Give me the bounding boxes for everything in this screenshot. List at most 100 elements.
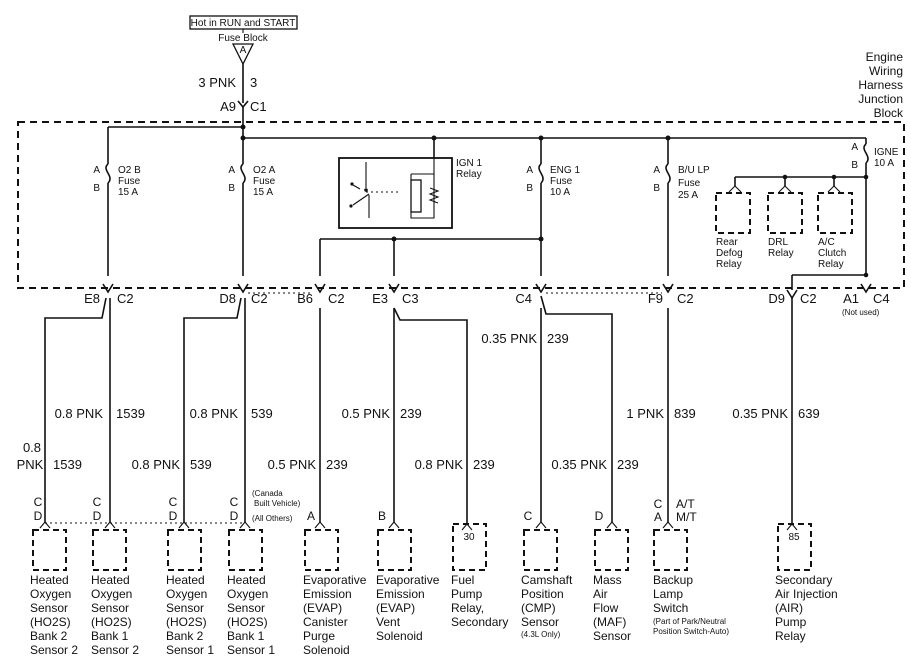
ign-feed <box>319 236 544 276</box>
component-backup-lamp-switch: C A A/T M/T Backup Lamp Switch (Part of … <box>653 497 729 636</box>
svg-text:Heated: Heated <box>30 573 69 587</box>
wire-label-9-size: 1 PNK <box>626 406 664 421</box>
component-ho2s-b1s1: C D Heated Oxygen Sensor (HO2S) Bank 1 S… <box>227 495 275 657</box>
wire-label-0a: 0.8 <box>23 440 41 455</box>
svg-text:(AIR): (AIR) <box>775 601 803 615</box>
svg-text:A: A <box>228 165 235 176</box>
svg-text:Vent: Vent <box>376 615 401 629</box>
svg-text:D: D <box>93 509 102 523</box>
wire-label-0c: 1539 <box>53 457 82 472</box>
svg-text:Evaporative: Evaporative <box>376 573 440 587</box>
svg-text:ENG 1: ENG 1 <box>550 165 580 176</box>
conn-a1-name: C4 <box>873 291 890 306</box>
fuse-o2b: A B O2 B Fuse 15 A <box>93 145 141 276</box>
svg-text:Engine: Engine <box>866 50 904 64</box>
svg-text:Sensor 2: Sensor 2 <box>30 643 78 657</box>
svg-text:Pump: Pump <box>451 587 483 601</box>
svg-text:Canister: Canister <box>303 615 348 629</box>
igne-feed <box>791 272 869 290</box>
wire-label-0b: PNK <box>17 457 44 472</box>
svg-text:B: B <box>653 183 660 194</box>
svg-text:Fuel: Fuel <box>451 573 474 587</box>
drl-relay-box <box>767 192 803 234</box>
not-used-note: (Not used) <box>842 308 880 317</box>
svg-text:B: B <box>526 183 533 194</box>
wire-label-8-size: 0.35 PNK <box>551 457 607 472</box>
svg-text:Fuse: Fuse <box>118 176 141 187</box>
svg-text:Sensor: Sensor <box>521 615 559 629</box>
svg-text:Backup: Backup <box>653 573 693 587</box>
hot-label: Hot in RUN and START <box>191 18 296 29</box>
svg-text:Sensor 1: Sensor 1 <box>166 643 214 657</box>
wire-label-3-num: 539 <box>190 457 212 472</box>
conn-d8-name: C2 <box>251 291 268 306</box>
output-wires <box>44 295 793 524</box>
svg-text:(Part of Park/Neutral: (Part of Park/Neutral <box>653 617 726 626</box>
wire-label-10-num: 639 <box>798 406 820 421</box>
svg-text:Evaporative: Evaporative <box>303 573 367 587</box>
wire-labels: 0.8 PNK 1539 0.8 PNK 1539 0.8 PNK 539 0.… <box>17 331 820 472</box>
svg-text:A/C: A/C <box>818 237 835 248</box>
junction-block-outline <box>17 121 905 289</box>
wire-label-2-num: 539 <box>251 406 273 421</box>
svg-text:C: C <box>654 497 663 511</box>
component-ho2s-b2s1: C D Heated Oxygen Sensor (HO2S) Bank 2 S… <box>166 495 214 657</box>
fuse-eng1: A B ENG 1 Fuse 10 A <box>526 160 580 276</box>
svg-text:C: C <box>93 495 102 509</box>
top-conn-pin: A9 <box>220 99 236 114</box>
svg-text:(All Others): (All Others) <box>252 514 293 523</box>
svg-text:Bank 2: Bank 2 <box>30 629 68 643</box>
svg-text:M/T: M/T <box>676 510 697 524</box>
conn-c4-pin: C4 <box>515 291 532 306</box>
svg-text:10 A: 10 A <box>550 187 570 198</box>
svg-text:O2 A: O2 A <box>253 165 276 176</box>
svg-text:Emission: Emission <box>303 587 352 601</box>
fuse-block-pin: A <box>240 45 247 56</box>
svg-text:Oxygen: Oxygen <box>91 587 132 601</box>
svg-text:Clutch: Clutch <box>818 248 846 259</box>
fuse-igne: A B IGNE 10 A <box>851 142 899 276</box>
svg-text:Switch: Switch <box>653 601 688 615</box>
svg-text:(HO2S): (HO2S) <box>227 615 268 629</box>
top-wire-number: 3 <box>250 75 257 90</box>
relay-drl: DRL Relay <box>767 177 803 259</box>
wire-label-4-num: 239 <box>326 457 348 472</box>
conn-f9-name: C2 <box>677 291 694 306</box>
svg-text:(EVAP): (EVAP) <box>376 601 415 615</box>
svg-text:C: C <box>524 509 533 523</box>
svg-text:C: C <box>230 495 239 509</box>
top-conn-name: C1 <box>250 99 267 114</box>
svg-text:Air Injection: Air Injection <box>775 587 838 601</box>
wire-label-5-num: 239 <box>400 406 422 421</box>
svg-text:85: 85 <box>788 532 800 543</box>
wire-label-3-size: 0.8 PNK <box>132 457 181 472</box>
wire-label-8-num: 239 <box>617 457 639 472</box>
component-evap-purge: A Evaporative Emission (EVAP) Canister P… <box>303 509 367 657</box>
svg-text:Bank 2: Bank 2 <box>166 629 204 643</box>
svg-text:Position Switch-Auto): Position Switch-Auto) <box>653 627 729 636</box>
ign1-relay: IGN 1 Relay <box>338 157 483 229</box>
svg-text:Bank 1: Bank 1 <box>91 629 129 643</box>
svg-text:B: B <box>851 160 858 171</box>
svg-text:Relay,: Relay, <box>451 601 484 615</box>
rear-defog-relay-box <box>715 192 751 234</box>
svg-text:Relay: Relay <box>768 248 794 259</box>
svg-text:Purge: Purge <box>303 629 335 643</box>
svg-text:Emission: Emission <box>376 587 425 601</box>
svg-text:Secondary: Secondary <box>775 573 832 587</box>
wire-label-9-num: 839 <box>674 406 696 421</box>
svg-text:Heated: Heated <box>227 573 266 587</box>
svg-text:Harness: Harness <box>858 78 903 92</box>
svg-text:D: D <box>169 509 178 523</box>
svg-text:Secondary: Secondary <box>451 615 508 629</box>
svg-text:Built Vehicle): Built Vehicle) <box>254 499 301 508</box>
svg-text:Sensor 1: Sensor 1 <box>227 643 275 657</box>
svg-text:A: A <box>526 165 533 176</box>
wire-label-4-size: 0.5 PNK <box>268 457 317 472</box>
svg-text:Sensor: Sensor <box>166 601 204 615</box>
svg-text:Oxygen: Oxygen <box>30 587 71 601</box>
svg-text:Sensor 2: Sensor 2 <box>91 643 139 657</box>
svg-text:15 A: 15 A <box>118 187 138 198</box>
svg-text:Sensor: Sensor <box>593 629 631 643</box>
svg-text:D: D <box>595 509 604 523</box>
